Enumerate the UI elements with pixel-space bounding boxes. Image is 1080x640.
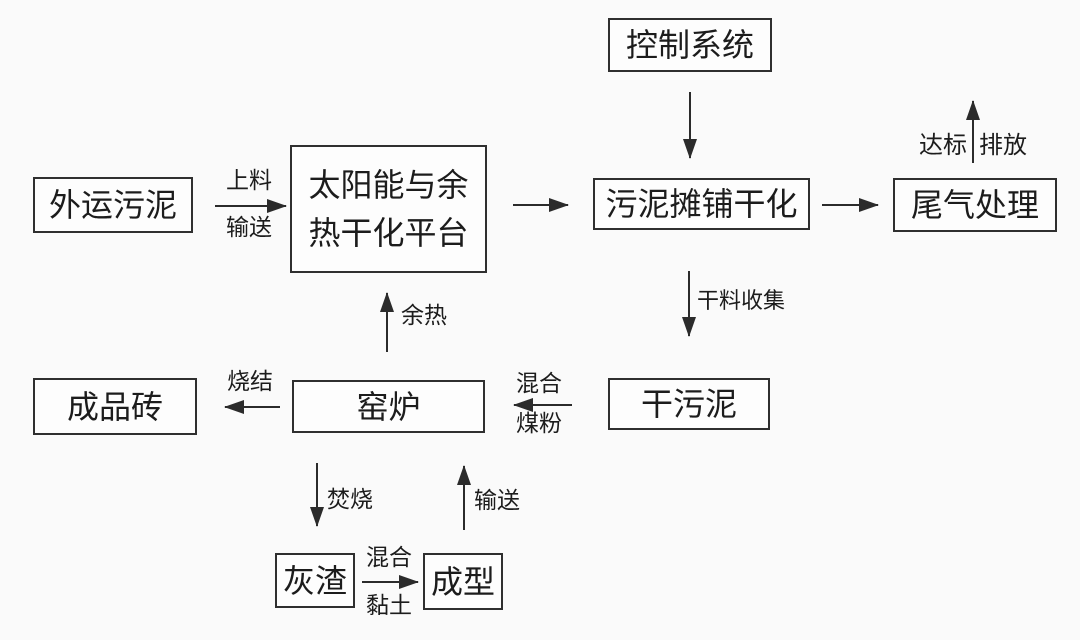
edge-label-dry-collect: 干料收集 <box>697 288 786 313</box>
node-tail-gas: 尾气处理 <box>893 178 1057 232</box>
node-forming-label: 成型 <box>430 563 495 600</box>
edge-label-mix-coal-top: 混合 <box>516 371 562 396</box>
edge-label-feed-top: 上料 <box>226 168 272 193</box>
edge-label-discharge: 排放 <box>979 133 1027 159</box>
node-kiln-label: 窑炉 <box>356 388 421 425</box>
node-dry-sludge: 干污泥 <box>608 378 770 430</box>
node-sludge-spreading: 污泥摊铺干化 <box>593 178 810 230</box>
node-ash: 灰渣 <box>275 553 355 608</box>
node-ash-label: 灰渣 <box>282 562 347 599</box>
edge-label-waste-heat: 余热 <box>401 303 447 328</box>
node-control-system: 控制系统 <box>608 18 772 72</box>
node-external-sludge-label: 外运污泥 <box>48 187 177 223</box>
edge-label-incinerate: 焚烧 <box>327 487 373 512</box>
node-finished-brick: 成品砖 <box>33 378 197 435</box>
node-external-sludge: 外运污泥 <box>33 177 193 233</box>
edge-label-mix-clay-top: 混合 <box>366 545 412 570</box>
edge-label-feed-bottom: 输送 <box>226 215 272 240</box>
node-solar-platform: 太阳能与余热干化平台 <box>290 145 487 273</box>
node-sludge-spreading-label: 污泥摊铺干化 <box>605 186 798 222</box>
edge-label-standard: 达标 <box>919 133 967 159</box>
node-forming: 成型 <box>423 553 503 610</box>
edge-label-mix-coal-bottom: 煤粉 <box>516 411 562 436</box>
node-tail-gas-label: 尾气处理 <box>910 187 1039 223</box>
edge-label-convey: 输送 <box>474 488 520 513</box>
node-dry-sludge-label: 干污泥 <box>640 386 737 422</box>
edge-label-mix-clay-bottom: 黏土 <box>366 593 412 618</box>
node-solar-platform-label: 太阳能与余热干化平台 <box>308 167 469 251</box>
node-control-system-label: 控制系统 <box>625 27 754 63</box>
edge-label-sinter: 烧结 <box>227 369 273 394</box>
node-kiln: 窑炉 <box>292 380 485 433</box>
node-finished-brick-label: 成品砖 <box>66 388 163 425</box>
